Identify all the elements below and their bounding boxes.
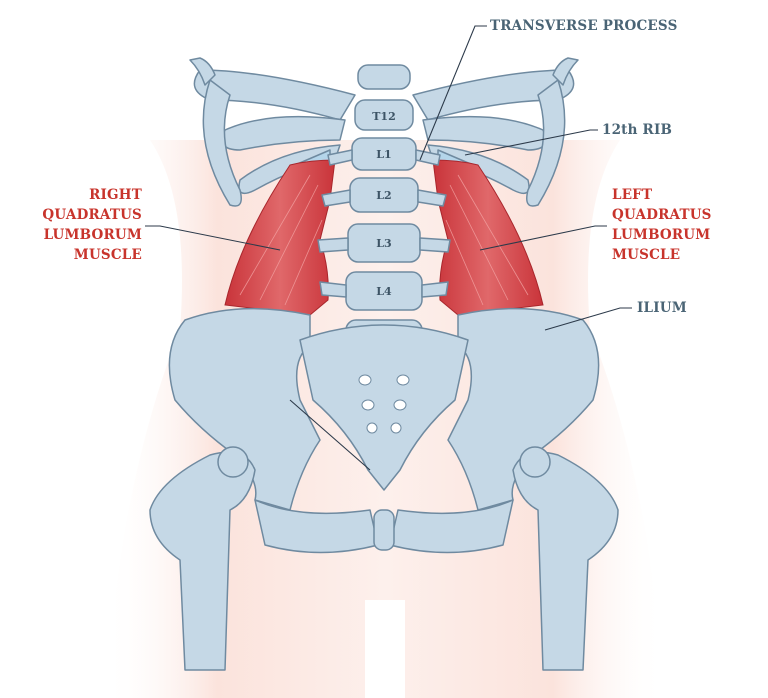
label-line: MUSCLE (612, 247, 681, 263)
label-line: LUMBORUM (612, 227, 711, 243)
label-line: RIGHT (89, 187, 142, 203)
vertebra-label: L2 (376, 189, 391, 202)
label-left-quadratus-lumborum: LEFT QUADRATUS LUMBORUM MUSCLE (612, 185, 712, 265)
label-line: LUMBORUM (43, 227, 142, 243)
label-line: LEFT (612, 187, 653, 203)
pubic-symphysis (373, 509, 395, 551)
leader-lines (145, 25, 632, 471)
femur-right (149, 451, 256, 671)
label-12th-rib: 12th RIB (602, 122, 673, 138)
label-line: QUADRATUS (612, 207, 712, 223)
vertebra-label: L1 (376, 148, 391, 161)
vertebra-label: L4 (376, 285, 392, 298)
label-line: QUADRATUS (42, 207, 142, 223)
label-transverse-process: TRANSVERSE PROCESS (490, 18, 678, 34)
label-ilium: ILIUM (637, 300, 687, 316)
femur-left (512, 451, 619, 671)
vertebra-label: L3 (376, 237, 391, 250)
vertebra-label: T12 (372, 110, 396, 123)
label-right-quadratus-lumborum: RIGHT QUADRATUS LUMBORUM MUSCLE (40, 185, 142, 265)
label-line: MUSCLE (73, 247, 142, 263)
ribs-left-side (412, 57, 579, 207)
sacrum (299, 324, 469, 491)
